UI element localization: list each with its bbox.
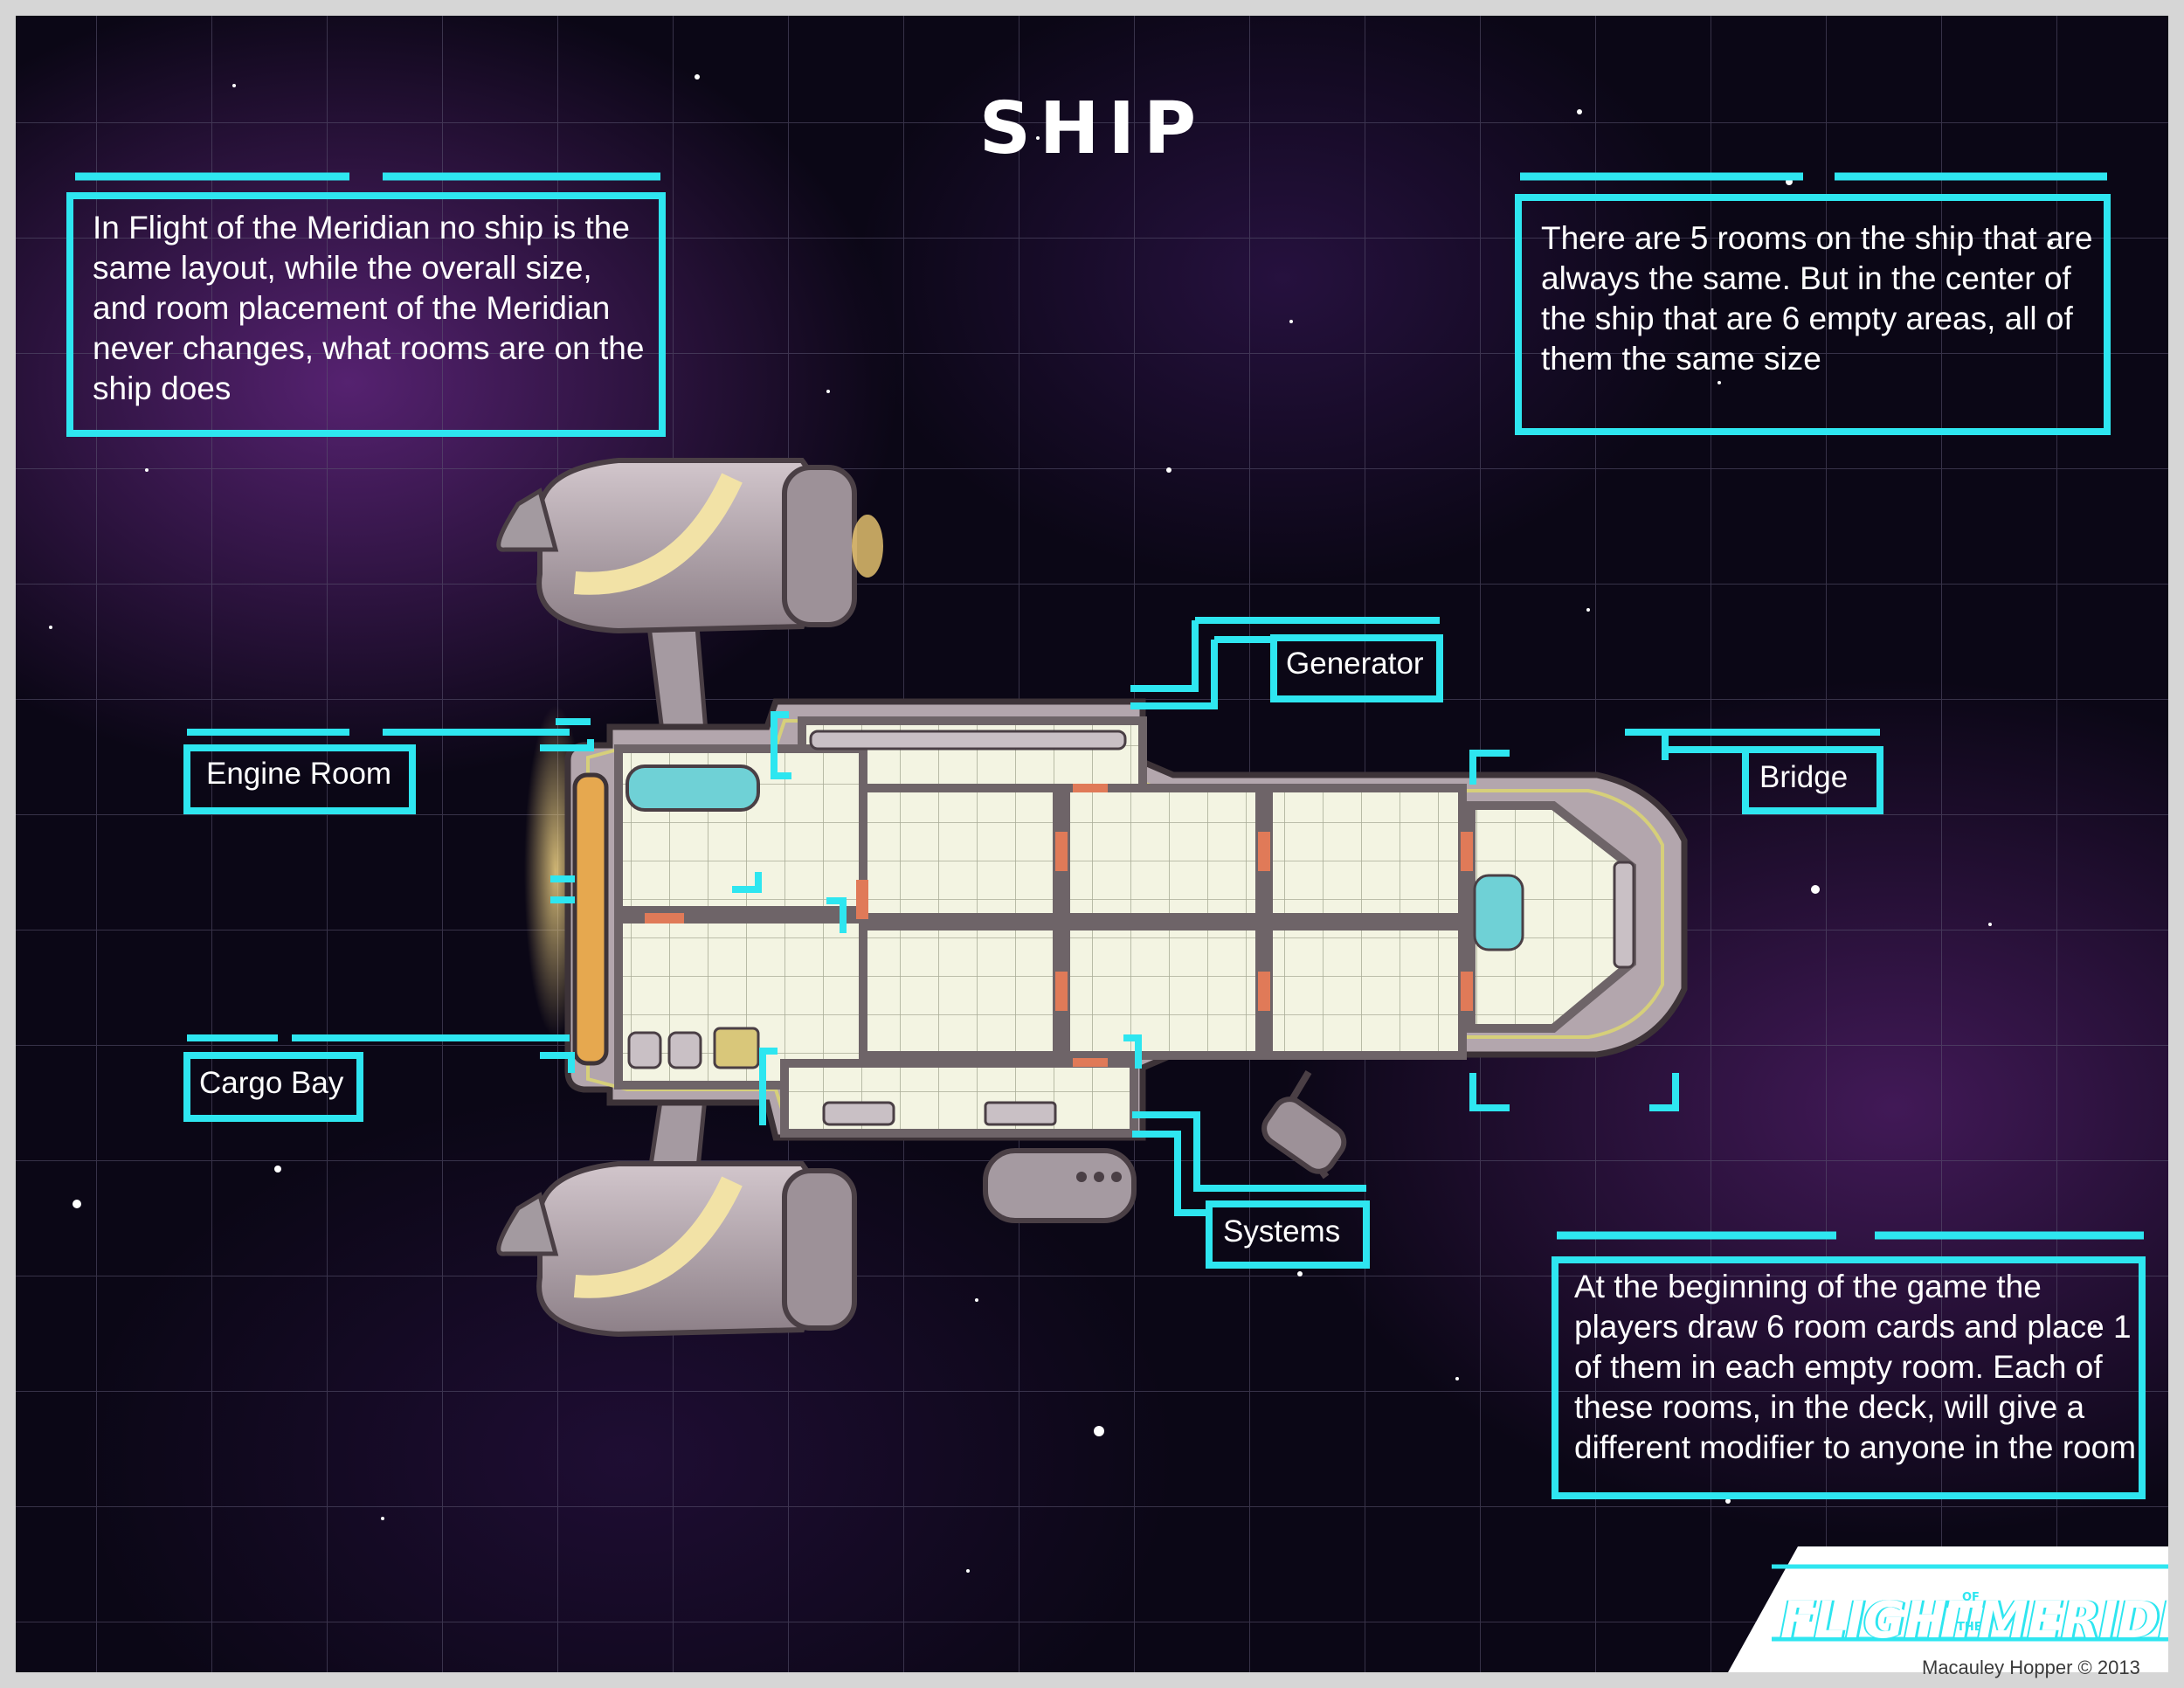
bracket-engine-1 — [550, 875, 575, 903]
bracket-engine-2 — [732, 872, 762, 893]
systems-label: Systems — [1223, 1214, 1341, 1249]
cargo-bay-label: Cargo Bay — [199, 1066, 344, 1100]
logo-word-the: THE — [1957, 1621, 1982, 1634]
cargo-crate-3 — [713, 1027, 760, 1069]
game-scene: SHIP In Flight of the Meridian no ship i… — [16, 16, 2168, 1672]
engine-room-label: Engine Room — [206, 757, 392, 791]
bridge-label: Bridge — [1759, 760, 1849, 794]
systems-console-1 — [822, 1101, 895, 1126]
generator-pipe — [809, 730, 1127, 751]
center-room-5 — [1061, 922, 1264, 1060]
center-room-2 — [1061, 784, 1264, 922]
systems-frame — [1206, 1200, 1370, 1269]
bracket-mid — [826, 897, 847, 933]
logo-word-flight: FLIGHT — [1780, 1590, 1980, 1650]
cargo-crate-2 — [667, 1031, 702, 1069]
logo-word-of: OF — [1962, 1591, 1980, 1604]
ship-doors — [645, 784, 1473, 1067]
ship-equipment — [625, 730, 1635, 1126]
generator-label: Generator — [1286, 647, 1424, 681]
info-box-top-right-frame — [1515, 194, 2111, 435]
bracket-bridge-bl — [1469, 1073, 1510, 1111]
ui-frames — [66, 172, 2146, 1499]
cargo-crate-1 — [627, 1031, 662, 1069]
ship — [496, 458, 1688, 1338]
center-room-4 — [859, 922, 1061, 1060]
engine-strip — [572, 772, 609, 1066]
bracket-generator — [771, 711, 791, 779]
info-text-top-left: In Flight of the Meridian no ship is the… — [93, 210, 645, 406]
systems-console-2 — [984, 1101, 1057, 1126]
generator-frame — [1270, 634, 1443, 702]
scene-graphics — [16, 16, 2168, 1672]
starfield — [49, 74, 2097, 1573]
top-engine-pod — [496, 458, 883, 634]
center-room-6 — [1264, 922, 1467, 1060]
page-title: SHIP — [978, 87, 1206, 170]
info-box-bottom-right-frame — [1552, 1256, 2146, 1499]
info-text-top-right: There are 5 rooms on the ship that are a… — [1541, 220, 2093, 377]
bracket-bridge-tl — [1469, 750, 1510, 785]
engine-core — [625, 764, 760, 812]
engine-room-frame — [183, 744, 416, 814]
credit-text: Macauley Hopper © 2013 — [1922, 1657, 2140, 1678]
cargo-bay-frame — [183, 1052, 363, 1122]
flight-of-the-meridian-logo: FLIGHT OF THE MERIDIAN — [1772, 1583, 2168, 1662]
logo-word-meridian: MERIDIAN — [1978, 1590, 2168, 1650]
systems-pod — [983, 1069, 1347, 1223]
bracket-cargo — [759, 1048, 778, 1125]
bridge-panel — [1613, 861, 1635, 969]
info-box-top-left-frame — [66, 192, 666, 437]
info-text-bottom-right: At the beginning of the game the players… — [1574, 1269, 2137, 1465]
center-room-1 — [859, 784, 1061, 922]
center-room-3 — [1264, 784, 1467, 922]
bridge-console — [1473, 874, 1524, 951]
bracket-systems — [1123, 1034, 1142, 1069]
bottom-engine-pod — [496, 1161, 857, 1338]
bracket-bridge-br — [1649, 1073, 1679, 1111]
bridge-frame — [1742, 746, 1883, 814]
